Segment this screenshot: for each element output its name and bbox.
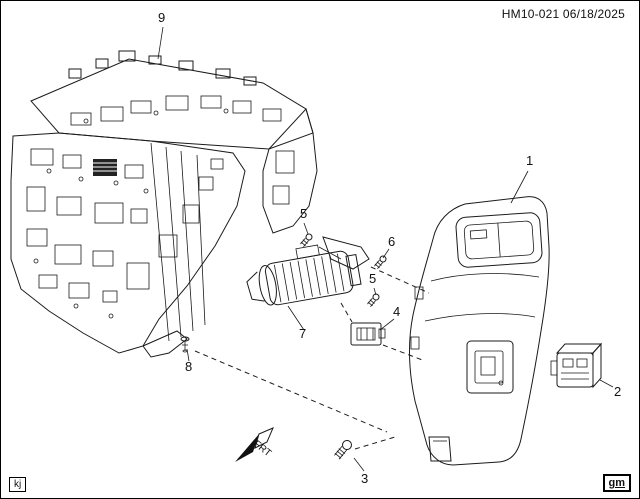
callout-3: 3 [361, 471, 369, 486]
screw-part-5-upper [300, 233, 313, 247]
gm-logo-box: gm [602, 474, 631, 492]
screw-part-3 [334, 440, 352, 460]
callout-6: 6 [388, 234, 396, 249]
instrument-panel-carrier-part-9 [10, 50, 318, 358]
callout-leader-lines [157, 26, 614, 472]
callout-1: 1 [526, 153, 534, 168]
author-initials-box: kj [9, 477, 27, 492]
module-assembly-part-7 [246, 244, 362, 306]
assembly-dashed-lines [194, 266, 430, 450]
callout-4: 4 [393, 304, 401, 319]
callout-7: 7 [299, 326, 307, 341]
retainer-part-8 [180, 336, 190, 353]
frt-label: FRT [251, 439, 273, 460]
callout-8: 8 [185, 359, 193, 374]
callout-5-lower: 5 [369, 271, 377, 286]
frt-direction-arrow: FRT [235, 427, 274, 462]
support-bracket [318, 236, 370, 270]
console-trim-panel-part-1 [408, 196, 550, 466]
screw-part-5-lower [367, 293, 380, 307]
control-module-part-2 [550, 342, 603, 389]
callout-5-upper: 5 [300, 206, 308, 221]
callout-2: 2 [614, 384, 622, 399]
screw-part-6 [374, 255, 387, 269]
document-number: HM10-021 06/18/2025 [501, 7, 625, 21]
callout-9: 9 [158, 10, 166, 25]
small-module-part-4 [350, 322, 386, 346]
